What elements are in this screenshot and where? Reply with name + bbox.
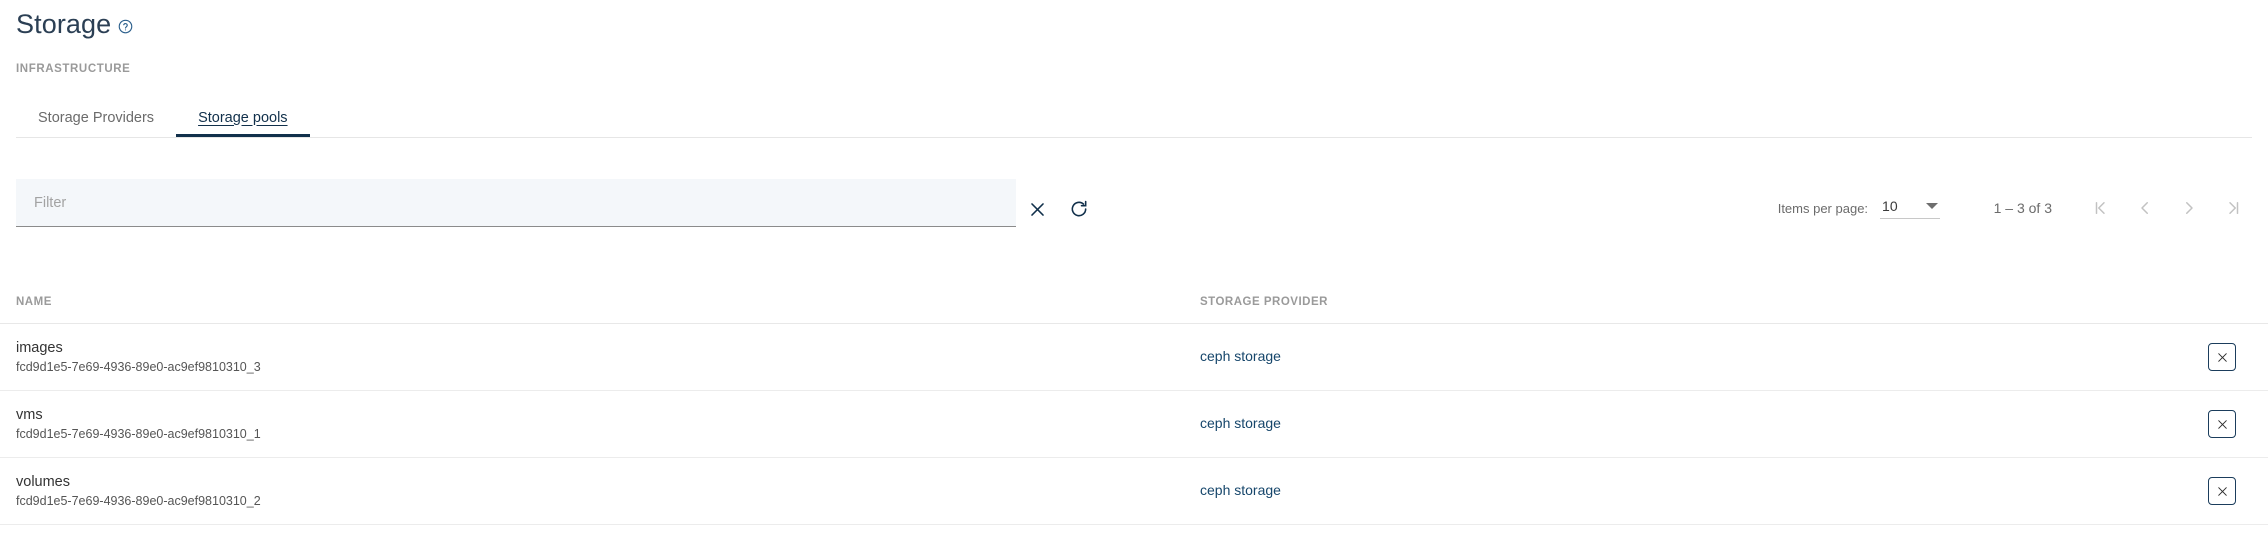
- cell-storage-provider: ceph storage: [1200, 415, 2156, 433]
- paginator: Items per page: 10 1 – 3 of 3: [1778, 188, 2244, 228]
- column-header-storage-provider: STORAGE PROVIDER: [1200, 295, 1328, 308]
- pagination-buttons: [2090, 197, 2244, 219]
- delete-pool-button[interactable]: [2208, 477, 2236, 505]
- table-row[interactable]: images fcd9d1e5-7e69-4936-89e0-ac9ef9810…: [0, 324, 2268, 391]
- cell-storage-provider: ceph storage: [1200, 348, 2156, 366]
- pool-uuid: fcd9d1e5-7e69-4936-89e0-ac9ef9810310_2: [16, 493, 261, 508]
- first-page-button[interactable]: [2090, 197, 2112, 219]
- previous-page-button[interactable]: [2134, 197, 2156, 219]
- pool-uuid: fcd9d1e5-7e69-4936-89e0-ac9ef9810310_1: [16, 426, 261, 441]
- storage-provider-link[interactable]: ceph storage: [1200, 482, 1281, 498]
- clear-filter-button[interactable]: [1024, 196, 1050, 222]
- page-title-row: Storage: [16, 8, 133, 40]
- next-page-button[interactable]: [2178, 197, 2200, 219]
- column-header-name: NAME: [16, 295, 52, 308]
- cell-name: images fcd9d1e5-7e69-4936-89e0-ac9ef9810…: [16, 340, 1200, 375]
- search-input[interactable]: [32, 193, 1000, 212]
- items-per-page-value: 10: [1882, 197, 1898, 214]
- page-title: Storage: [16, 9, 112, 39]
- pool-name: volumes: [16, 473, 70, 490]
- cell-name: volumes fcd9d1e5-7e69-4936-89e0-ac9ef981…: [16, 474, 1200, 509]
- table-header-row: NAME STORAGE PROVIDER: [0, 280, 2268, 324]
- storage-provider-link[interactable]: ceph storage: [1200, 415, 1281, 431]
- items-per-page-label: Items per page:: [1777, 200, 1869, 216]
- tab-storage-pools[interactable]: Storage pools: [176, 98, 309, 137]
- help-circle-icon[interactable]: [118, 19, 133, 34]
- table-row[interactable]: vms fcd9d1e5-7e69-4936-89e0-ac9ef9810310…: [0, 391, 2268, 458]
- delete-pool-button[interactable]: [2208, 343, 2236, 371]
- pool-name: images: [16, 339, 63, 356]
- cell-actions: [2156, 343, 2236, 371]
- cell-actions: [2156, 477, 2236, 505]
- filter-toolbar: Items per page: 10 1 – 3 of 3: [16, 170, 2252, 232]
- tab-storage-providers[interactable]: Storage Providers: [16, 98, 176, 137]
- delete-pool-button[interactable]: [2208, 410, 2236, 438]
- tab-bar: Storage Providers Storage pools: [16, 98, 2252, 138]
- chevron-down-icon: [1925, 202, 1938, 209]
- cell-name: vms fcd9d1e5-7e69-4936-89e0-ac9ef9810310…: [16, 407, 1200, 442]
- page-header: Storage: [16, 8, 133, 40]
- filter-actions: [1024, 196, 1092, 222]
- pool-name: vms: [16, 406, 43, 423]
- last-page-button[interactable]: [2222, 197, 2244, 219]
- storage-pools-table: NAME STORAGE PROVIDER images fcd9d1e5-7e…: [0, 280, 2268, 525]
- pagination-range-label: 1 – 3 of 3: [1993, 200, 2052, 216]
- pool-uuid: fcd9d1e5-7e69-4936-89e0-ac9ef9810310_3: [16, 359, 261, 374]
- items-per-page-select[interactable]: 10: [1880, 198, 1940, 219]
- section-label: INFRASTRUCTURE: [16, 63, 131, 75]
- cell-actions: [2156, 410, 2236, 438]
- storage-provider-link[interactable]: ceph storage: [1200, 348, 1281, 364]
- filter-field[interactable]: [16, 179, 1016, 227]
- refresh-button[interactable]: [1066, 196, 1092, 222]
- table-row[interactable]: volumes fcd9d1e5-7e69-4936-89e0-ac9ef981…: [0, 458, 2268, 525]
- cell-storage-provider: ceph storage: [1200, 482, 2156, 500]
